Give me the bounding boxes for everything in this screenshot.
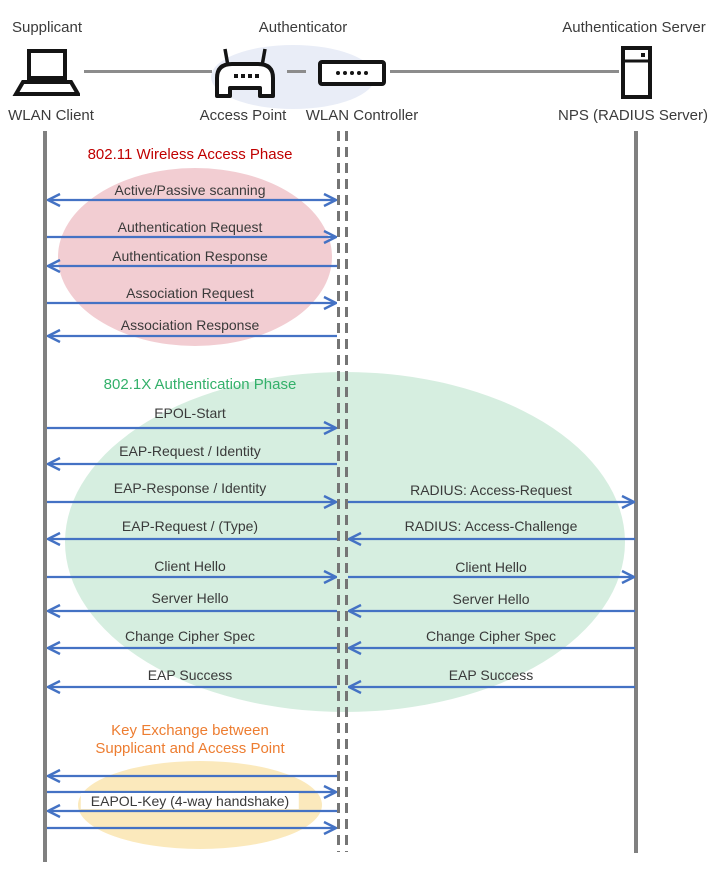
lifeline-radius-server	[634, 131, 638, 853]
message-arrow-left	[348, 679, 635, 695]
message-label: Active/Passive scanning	[114, 182, 266, 198]
message-arrow-right	[47, 420, 337, 436]
message-label: EAP Success	[147, 667, 233, 683]
message-arrow-right	[348, 494, 635, 510]
role-label-supplicant: Supplicant	[11, 19, 83, 36]
message-label: RADIUS: Access-Request	[410, 482, 572, 498]
message-label: EAP-Request / (Type)	[121, 518, 259, 534]
access-point-icon	[215, 48, 275, 98]
message-arrow-left	[348, 640, 635, 656]
message-arrow-right	[47, 784, 337, 800]
message-label: Client Hello	[455, 559, 527, 575]
message-label: EAPOL-Key (4-way handshake)	[80, 793, 300, 809]
role-label-authenticator: Authenticator	[258, 19, 348, 36]
message-arrow-left	[47, 603, 337, 619]
message-label: Server Hello	[151, 590, 229, 606]
node-label-nps-radius-server: NPS (RADIUS Server)	[557, 107, 709, 124]
message-arrow-right	[47, 295, 337, 311]
message-label: EAP-Request / Identity	[119, 443, 261, 459]
message-label: Change Cipher Spec	[125, 628, 255, 644]
lifeline-wlan-client	[43, 131, 47, 862]
message-arrow-left	[47, 328, 337, 344]
wlan-controller-icon	[318, 60, 386, 86]
message-label: Authentication Request	[117, 219, 263, 235]
message-arrow-right	[47, 229, 337, 245]
message-arrow-left	[47, 679, 337, 695]
message-label: Authentication Response	[112, 248, 268, 264]
message-arrow-right	[47, 494, 337, 510]
message-arrow-left	[47, 456, 337, 472]
connector-line-controller-server	[390, 70, 619, 73]
server-icon	[621, 46, 652, 99]
lifeline-access-point-dashed	[337, 131, 340, 852]
phase2-title: 802.1X Authentication Phase	[103, 376, 297, 393]
message-label: EAP-Response / Identity	[113, 480, 267, 496]
node-label-access-point: Access Point	[199, 107, 287, 124]
node-label-wlan-controller: WLAN Controller	[305, 107, 419, 124]
phase1-ellipse	[58, 168, 332, 346]
message-arrow-left	[348, 531, 635, 547]
message-label: EAP Success	[448, 667, 534, 683]
message-label: Client Hello	[154, 558, 226, 574]
message-arrow-left	[47, 258, 337, 274]
connector-line-client-ap	[84, 70, 212, 73]
message-arrow-right	[348, 569, 635, 585]
lifeline-wlan-controller-dashed	[345, 131, 348, 852]
message-label: Association Response	[120, 317, 260, 333]
node-label-wlan-client: WLAN Client	[8, 107, 94, 124]
phase1-title: 802.11 Wireless Access Phase	[87, 146, 293, 163]
laptop-icon	[12, 49, 80, 96]
message-arrow-left	[47, 803, 337, 819]
message-arrow-left	[348, 603, 635, 619]
message-arrow-right	[47, 820, 337, 836]
message-arrow-left	[47, 531, 337, 547]
connector-line-ap-controller	[287, 70, 306, 73]
phase3-title: Key Exchange between Supplicant and Acce…	[95, 722, 285, 757]
message-arrow-left	[47, 768, 337, 784]
message-label: RADIUS: Access-Challenge	[404, 518, 578, 534]
message-arrow-both	[47, 192, 337, 208]
message-label: EPOL-Start	[154, 405, 226, 421]
role-label-authentication-server: Authentication Server	[562, 19, 706, 36]
message-label: Change Cipher Spec	[426, 628, 556, 644]
message-arrow-right	[47, 569, 337, 585]
message-label: Association Request	[126, 285, 254, 301]
message-arrow-left	[47, 640, 337, 656]
message-label: Server Hello	[452, 591, 530, 607]
